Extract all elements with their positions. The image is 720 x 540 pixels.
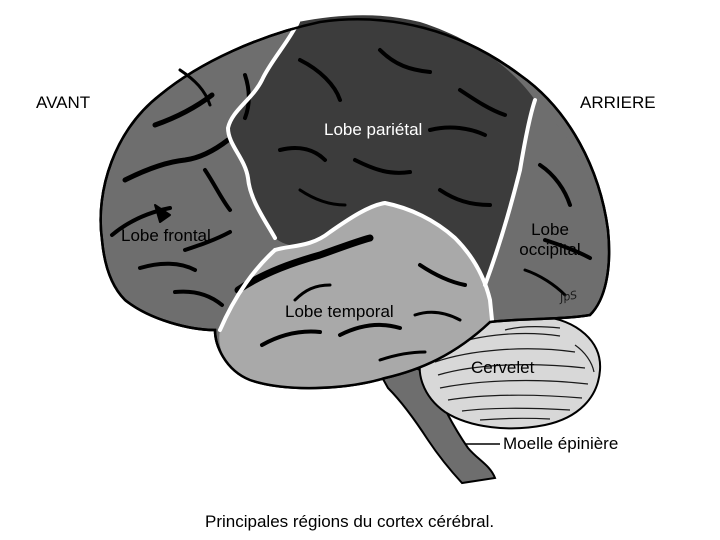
occipital-lobe [485, 100, 608, 320]
label-front: AVANT [36, 93, 91, 112]
label-occipital-line2: occipital [519, 240, 581, 259]
central-sulcus-boundary [226, 20, 300, 240]
label-frontal: Lobe frontal [121, 226, 211, 245]
parietal-occipital-boundary [483, 98, 537, 287]
cerebrum-border [99, 18, 611, 390]
label-cerebellum: Cervelet [471, 358, 535, 377]
parietal-lobe [228, 15, 535, 285]
label-temporal: Lobe temporal [285, 302, 394, 321]
caption: Principales régions du cortex cérébral. [205, 512, 495, 531]
label-occipital: Lobe occipital [510, 220, 590, 260]
temporal-upper-boundary [273, 201, 494, 322]
frontal-temporal-boundary [218, 248, 277, 332]
sulci [110, 48, 592, 362]
label-spinal-cord: Moelle épinière [503, 434, 619, 453]
label-back: ARRIERE [580, 93, 656, 112]
lobe-boundaries [218, 20, 537, 332]
label-parietal: Lobe pariétal [324, 120, 423, 139]
label-occipital-line1: Lobe [531, 220, 569, 239]
